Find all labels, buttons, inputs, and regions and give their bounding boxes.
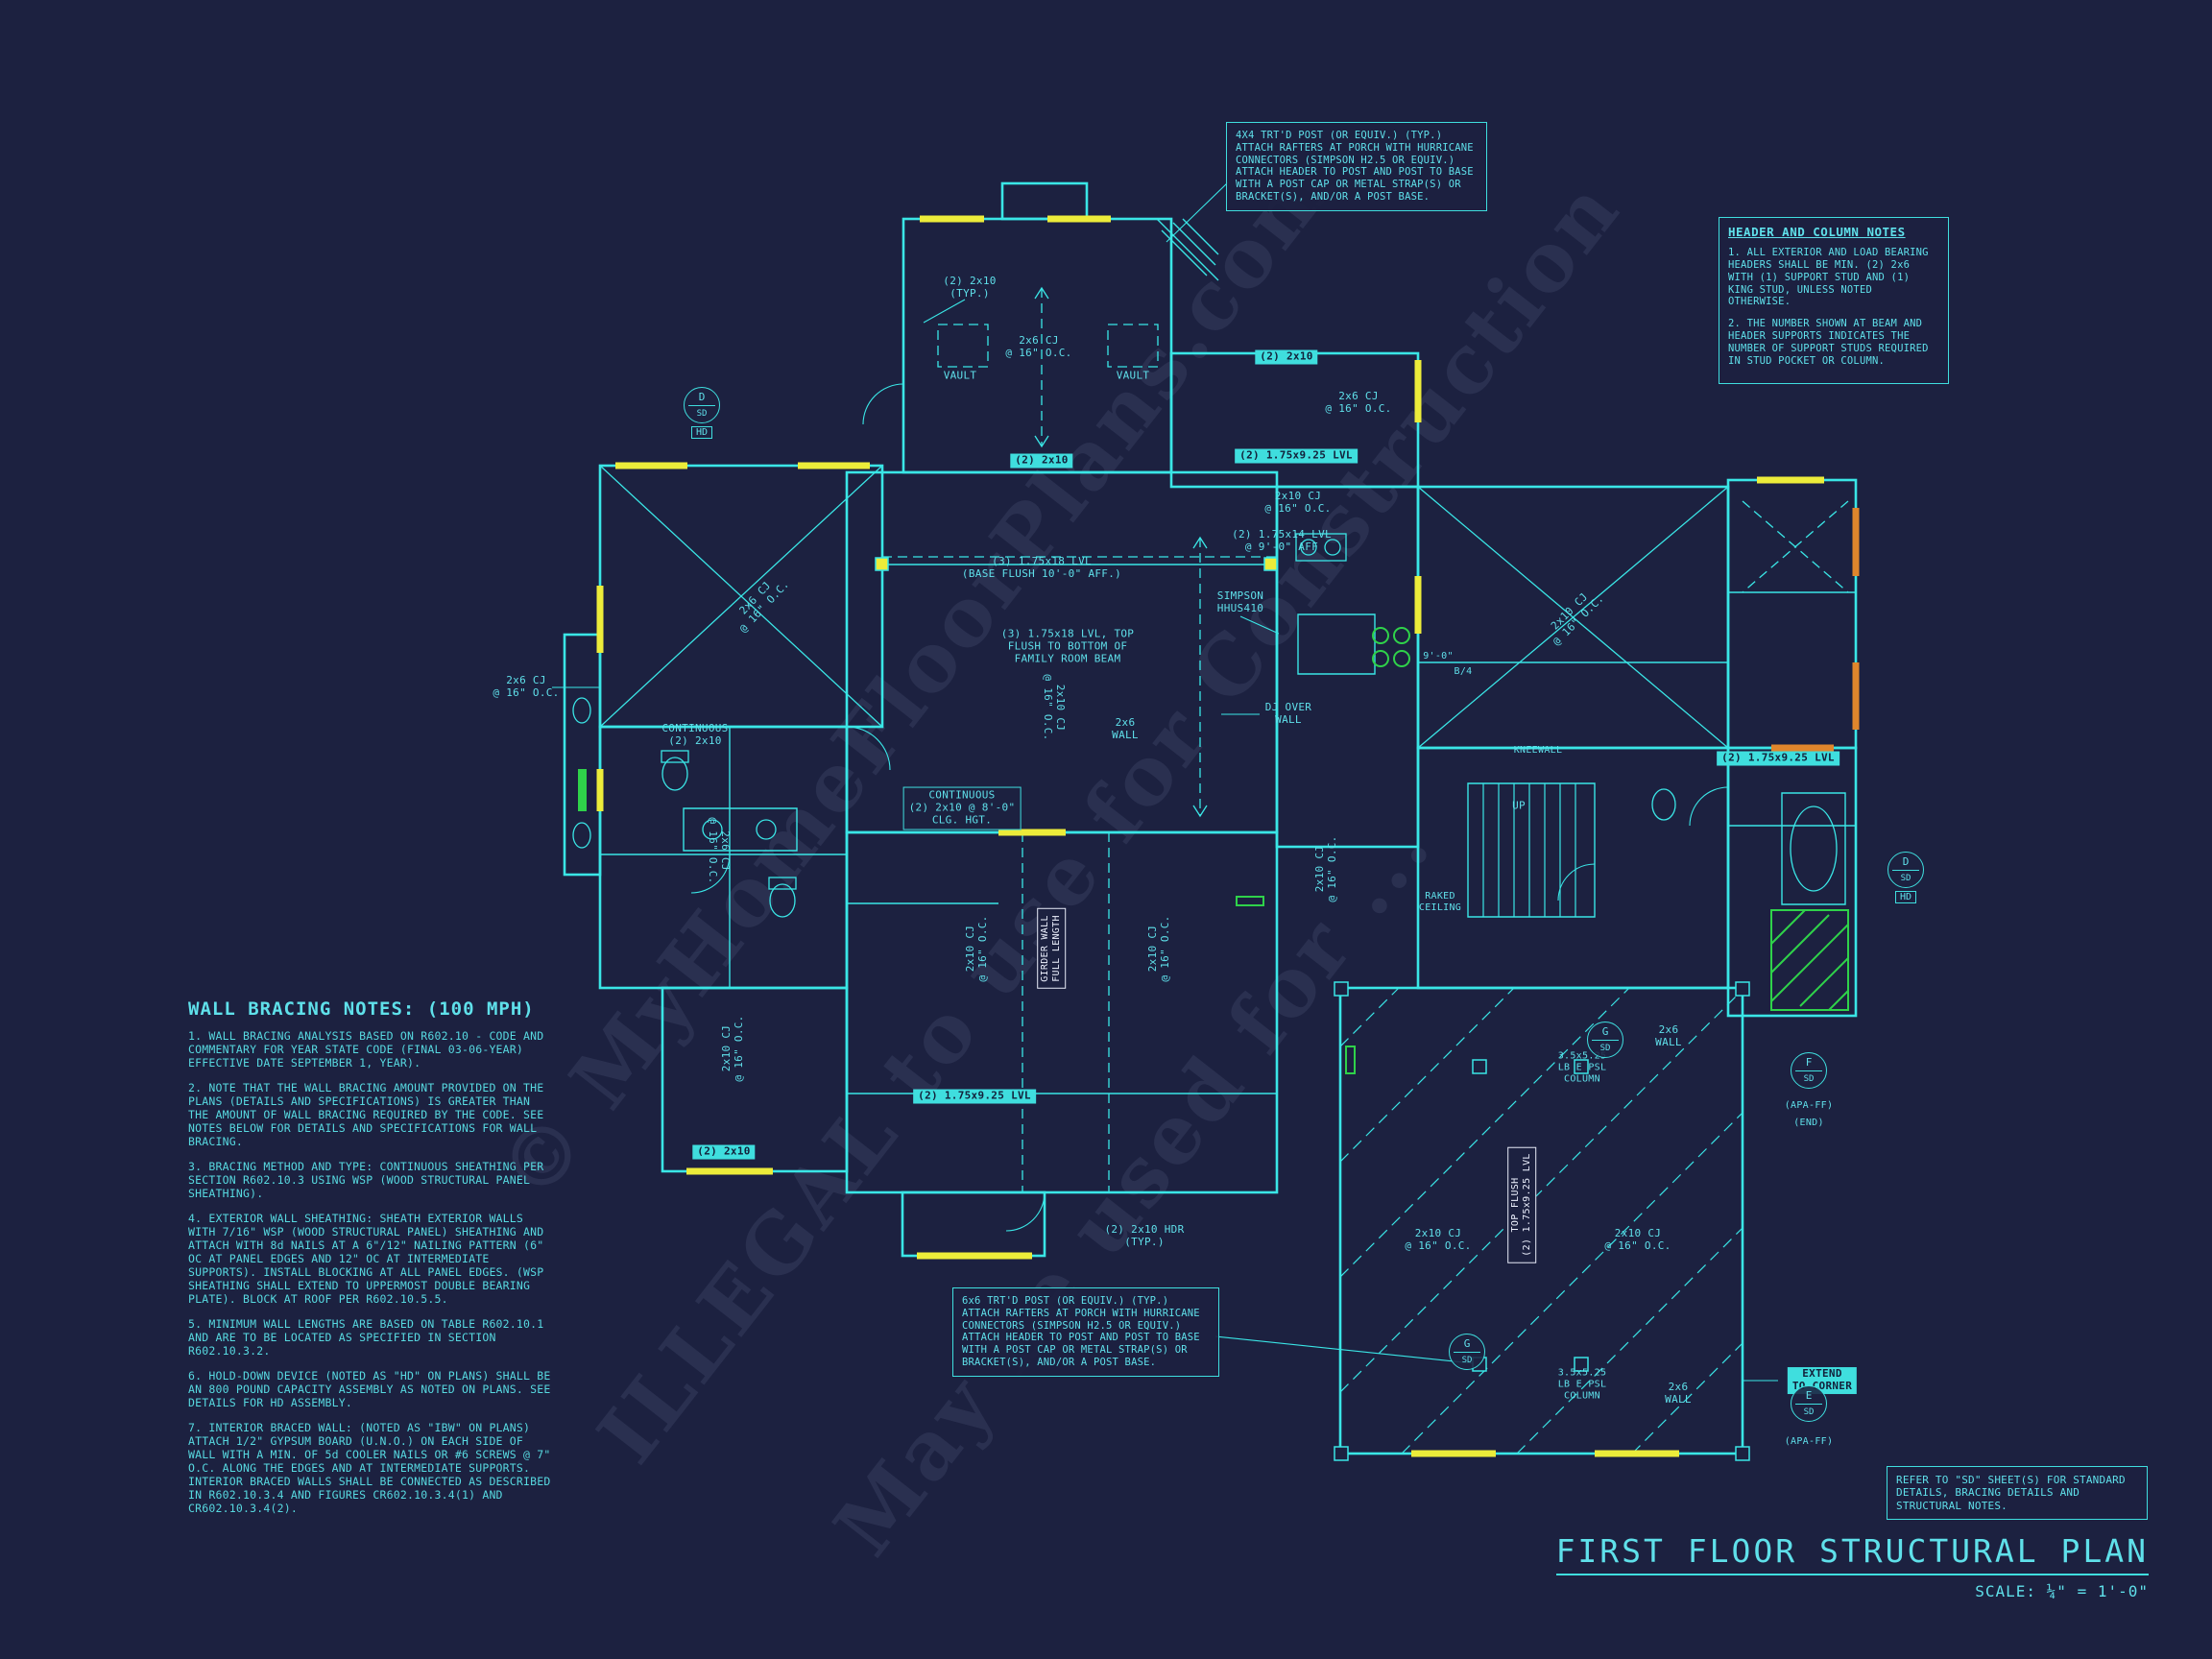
plan-label: 2x10 CJ @ 16" O.C. xyxy=(1405,1227,1472,1252)
plan-label: (2) 1.75x9.25 LVL xyxy=(1235,448,1358,464)
post-note-bottom: 6x6 TRT'D POST (OR EQUIV.) (TYP.) ATTACH… xyxy=(952,1287,1219,1377)
post-note-top: 4X4 TRT'D POST (OR EQUIV.) (TYP.) ATTACH… xyxy=(1226,122,1487,211)
header-column-notes-heading: HEADER AND COLUMN NOTES xyxy=(1728,225,1906,239)
plan-label: 2x6 CJ @ 16" O.C. xyxy=(1325,390,1392,415)
plan-label: CONTINUOUS (2) 2x10 xyxy=(661,722,729,747)
title-block: FIRST FLOOR STRUCTURAL PLAN SCALE: ¼" = … xyxy=(1555,1532,2149,1600)
plan-label: (3) 1.75x18 LVL, TOP FLUSH TO BOTTOM OF … xyxy=(1000,627,1135,665)
posts xyxy=(875,557,1750,1461)
note-item: 7. INTERIOR BRACED WALL: (NOTED AS "IBW"… xyxy=(188,1421,551,1516)
door-arcs xyxy=(690,383,1729,1232)
plan-label: (2) 1.75x9.25 LVL xyxy=(1717,751,1839,766)
toilet-icon xyxy=(769,883,796,918)
plan-label: 9'-0" xyxy=(1423,651,1454,662)
green-accents xyxy=(578,627,1849,1074)
plan-label: (APA-FF) xyxy=(1784,1436,1834,1448)
note-item: 2. THE NUMBER SHOWN AT BEAM AND HEADER S… xyxy=(1728,318,1929,367)
plan-label: (2) 2x10 xyxy=(1010,453,1073,469)
plan-label: B/4 xyxy=(1454,666,1473,678)
headers-yellow xyxy=(596,215,1824,1457)
plan-label: (2) 2x10 HDR (TYP.) xyxy=(1104,1223,1185,1248)
leader-lines xyxy=(552,181,1778,1382)
plan-label: 2x10 CJ @ 16" O.C. xyxy=(1264,490,1332,515)
toilet-icon xyxy=(661,757,688,791)
note-item: 6. HOLD-DOWN DEVICE (NOTED AS "HD" ON PL… xyxy=(188,1369,551,1410)
tub-icon xyxy=(1790,805,1838,892)
plan-label: 2x6 WALL xyxy=(1655,1023,1682,1048)
plan-label: (APA-FF) xyxy=(1784,1100,1834,1112)
note-item: 3. BRACING METHOD AND TYPE: CONTINUOUS S… xyxy=(188,1160,544,1201)
plan-label: DJ OVER WALL xyxy=(1264,701,1312,726)
note-item: 1. ALL EXTERIOR AND LOAD BEARING HEADERS… xyxy=(1728,247,1929,308)
plan-label: 2x6 WALL xyxy=(1665,1381,1692,1406)
dashed-lines xyxy=(882,288,1849,1192)
plan-label: RAKED CEILING xyxy=(1418,891,1462,913)
plan-label: 2x10 CJ @ 16" O.C. xyxy=(1604,1227,1671,1252)
plan-label: (2) 2x10 (TYP.) xyxy=(943,275,997,300)
hold-down-tag: HD xyxy=(690,426,713,439)
plan-label: 3.5x5.25 LB E PSL COLUMN xyxy=(1557,1367,1607,1401)
plan-label: KNEEWALL xyxy=(1513,745,1563,757)
plan-label: VAULT xyxy=(1116,369,1150,382)
wall-bracing-notes-list: 1. WALL BRACING ANALYSIS BASED ON R602.1… xyxy=(188,1029,555,1515)
plan-label: (END) xyxy=(1793,1118,1824,1129)
note-item: 1. WALL BRACING ANALYSIS BASED ON R602.1… xyxy=(188,1029,544,1070)
note-item: 2. NOTE THAT THE WALL BRACING AMOUNT PRO… xyxy=(188,1081,544,1149)
sink-icon xyxy=(702,819,723,840)
headers-orange xyxy=(1771,508,1860,752)
wall-bracing-notes: WALL BRACING NOTES: (100 MPH) 1. WALL BR… xyxy=(188,998,555,1527)
plan-label: VAULT xyxy=(943,369,977,382)
arrowheads xyxy=(1034,286,1208,818)
plan-label: (2) 1.75x14 LVL @ 9'-0" AFF xyxy=(1232,528,1332,553)
plan-label: 2x6 WALL xyxy=(1112,716,1139,741)
kitchen-sink-icon xyxy=(1295,533,1347,562)
sd-reference-note: REFER TO "SD" SHEET(S) FOR STANDARD DETA… xyxy=(1887,1466,2148,1521)
x-braces xyxy=(599,465,1729,749)
plan-label: 3.5x5.25 LB E PSL COLUMN xyxy=(1557,1050,1607,1084)
plan-label: UP xyxy=(1512,799,1526,812)
fixtures xyxy=(572,533,1838,918)
note-item: 5. MINIMUM WALL LENGTHS ARE BASED ON TAB… xyxy=(188,1317,544,1358)
header-column-notes-list: 1. ALL EXTERIOR AND LOAD BEARING HEADERS… xyxy=(1728,247,1939,367)
sink-icon xyxy=(756,819,777,840)
plan-label: (2) 2x10 xyxy=(692,1144,756,1160)
plan-label: (2) 1.75x9.25 LVL xyxy=(913,1089,1036,1104)
sheet-title: FIRST FLOOR STRUCTURAL PLAN xyxy=(1555,1532,2149,1575)
sheet-scale: SCALE: ¼" = 1'-0" xyxy=(1975,1582,2149,1600)
plan-label: (2) 2x10 xyxy=(1255,349,1318,365)
plan-label: CONTINUOUS (2) 2x10 @ 8'-0" CLG. HGT. xyxy=(902,786,1022,830)
header-column-notes: HEADER AND COLUMN NOTES 1. ALL EXTERIOR … xyxy=(1719,217,1949,385)
note-item: 4. EXTERIOR WALL SHEATHING: SHEATH EXTER… xyxy=(188,1212,544,1307)
stairs xyxy=(1482,783,1576,917)
plan-label: (3) 1.75x18 LVL (BASE FLUSH 10'-0" AFF.) xyxy=(961,555,1122,580)
toilet-icon xyxy=(1651,788,1676,821)
hold-down-tag: HD xyxy=(1894,891,1917,903)
plan-label: 2x6 CJ @ 16" O.C. xyxy=(1005,334,1072,359)
wall-bracing-notes-heading: WALL BRACING NOTES: (100 MPH) xyxy=(188,998,535,1020)
plan-label: 2x6 CJ @ 16" O.C. xyxy=(493,674,560,699)
porch-joists xyxy=(1339,987,1743,1455)
plan-label: SIMPSON HHUS410 xyxy=(1216,589,1264,614)
